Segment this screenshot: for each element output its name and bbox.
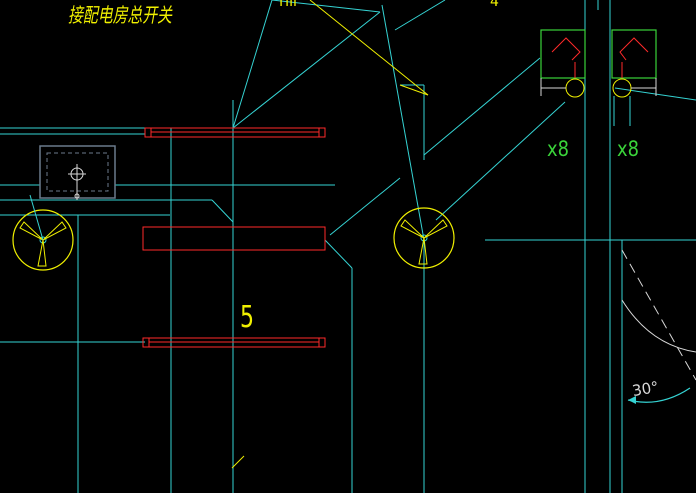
top-mark-2: 4 (490, 0, 499, 10)
dimension-label-5: 5 (240, 300, 254, 335)
switch-box-left[interactable] (540, 29, 586, 98)
light-fixture-bottom[interactable] (142, 337, 326, 348)
light-fixture-middle[interactable] (142, 226, 326, 251)
angle-label: 30° (631, 378, 660, 400)
top-mark-1: TIII (276, 0, 297, 10)
door-swing-arc (621, 249, 696, 404)
ceiling-light-symbol[interactable] (39, 145, 116, 200)
yellow-leader-lines (231, 0, 429, 469)
switch-box-right[interactable] (611, 29, 657, 126)
top-label: 接配电房总开关 (68, 3, 173, 27)
quantity-label-left: x8 (547, 137, 569, 161)
light-fixture-top[interactable] (144, 127, 326, 138)
fan-symbol-left[interactable] (12, 194, 74, 271)
fan-symbol-center[interactable] (393, 207, 455, 269)
quantity-label-right: x8 (617, 137, 639, 161)
